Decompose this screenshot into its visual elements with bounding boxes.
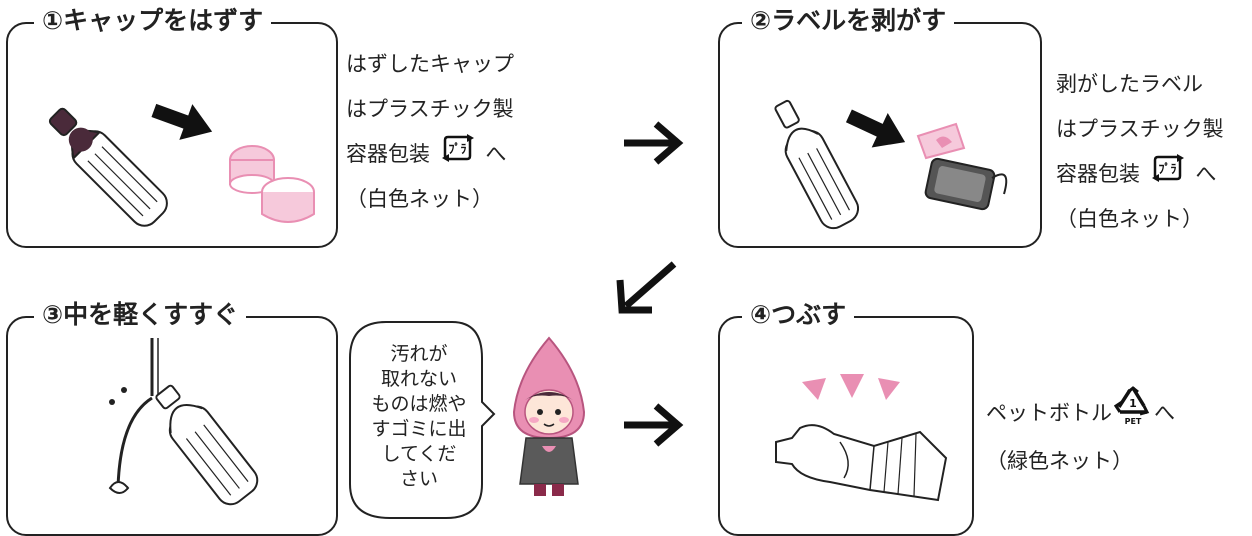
step-2-line: はプラスチック製 [1056,117,1224,141]
step-2-instructions: 剥がしたラベル はプラスチック製 容器包装 ﾌﾟﾗ へ （白色ネット） [1056,62,1224,242]
step-2-line: 容器包装 [1056,162,1140,186]
step-2-line: 剥がしたラベル [1056,72,1203,96]
bubble-line: すゴミに出 [371,418,467,440]
step-2-line: （白色ネット） [1056,207,1203,231]
flow-arrow-right-icon [624,403,684,447]
pla-recycle-mark-icon: ﾌﾟﾗ [441,133,475,178]
squash-marks-icon [802,374,900,400]
step-1-line: はずしたキャップ [346,52,514,76]
pet-recycle-mark-icon: 1 PET [1113,386,1152,442]
crushed-bottle-illustration [775,424,948,502]
peeled-label-illustration [916,122,1008,211]
pla-mark-text: ﾌﾟﾗ [448,141,466,156]
right-arrow-icon [845,109,906,148]
bubble-line: ものは燃や [371,393,467,415]
step-1-mark-suffix: へ [485,142,507,166]
step-4-title: ④つぶす [742,298,855,332]
speech-bubble-icon [349,321,496,519]
pet-mark-label: PET [1125,417,1142,426]
flow-arrow-down-left-icon [616,261,677,314]
step-1-title: ①キャップをはずす [34,4,272,38]
step-4-mark-suffix: へ [1154,401,1175,425]
step-1-instructions: はずしたキャップ はプラスチック製 容器包装 ﾌﾟﾗ へ （白色ネット） [346,42,514,222]
rinsing-bottle-illustration [108,338,259,506]
step-1-line: 容器包装 [346,142,430,166]
step-3-title: ③中を軽くすすぐ [34,298,247,332]
bubble-line: さい [399,468,438,490]
step-1-line: （白色ネット） [346,187,493,211]
bubble-line: 取れない [380,368,457,390]
step-4-line: ペットボトル [986,401,1112,425]
removed-caps-illustration [229,145,315,223]
bottle-illustration [774,99,860,230]
pet-mark-number: 1 [1129,397,1137,410]
flow-arrow-right-icon [624,121,684,165]
step-4-instructions: ペットボトル 1 PET へ （緑色ネット） [986,386,1175,484]
step-1-line: はプラスチック製 [346,97,514,121]
bubble-line: 汚れが [390,343,448,365]
pla-mark-text: ﾌﾟﾗ [1158,161,1176,176]
bubble-line: してくだ [381,443,457,465]
mascot-character-illustration [512,336,586,496]
step-2-title: ②ラベルを剥がす [742,4,955,38]
right-arrow-icon [151,103,213,140]
bottle-with-cap-illustration [48,107,168,227]
pla-recycle-mark-icon: ﾌﾟﾗ [1151,153,1185,198]
step-2-mark-suffix: へ [1195,162,1217,186]
step-4-line: （緑色ネット） [986,449,1133,473]
rinse-advice-bubble: 汚れが 取れない ものは燃や すゴミに出 してくだ さい [356,342,482,492]
